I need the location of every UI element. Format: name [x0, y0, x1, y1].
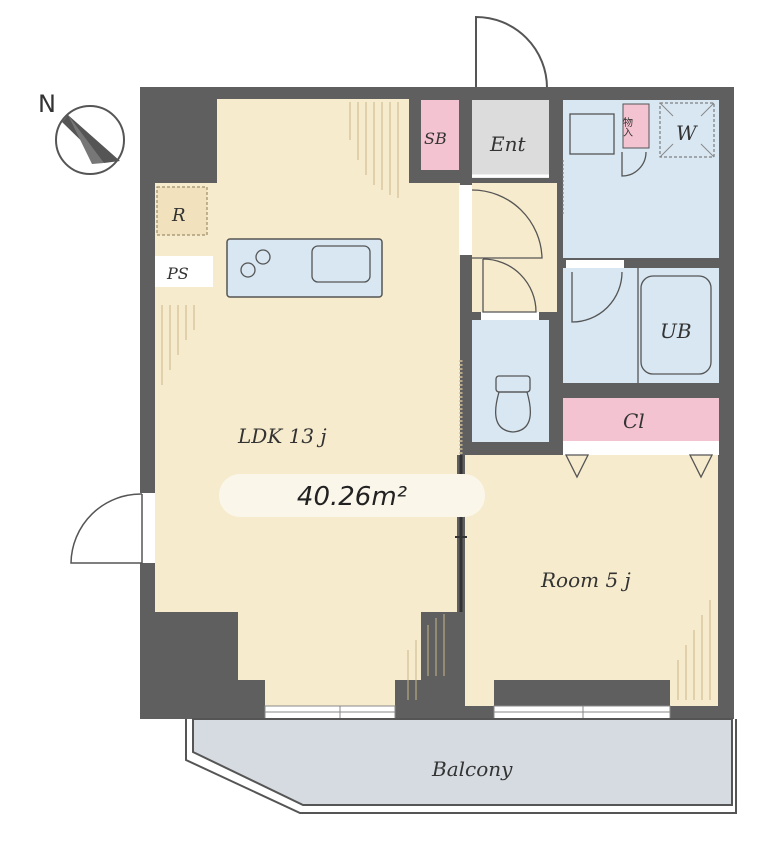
pipe-space [155, 256, 213, 287]
light-hatching [161, 102, 711, 700]
entrance-door-swing [475, 15, 548, 89]
balcony-label: Balcony [431, 757, 513, 781]
toilet-floor [472, 320, 549, 442]
compass-circle [55, 105, 125, 175]
washer-label: W [676, 121, 698, 145]
kitchen-counter [226, 238, 383, 298]
north-label: N [38, 90, 56, 118]
stove-burner-icon [255, 249, 271, 265]
shoe-box-label: SB [424, 129, 447, 148]
washer-space [659, 102, 715, 158]
shoe-box-area [421, 100, 459, 170]
sink-icon [311, 245, 371, 283]
bathtub-icon [640, 275, 712, 375]
hall-floor [472, 183, 557, 312]
toilet-bowl-icon [495, 391, 531, 433]
refrigerator-space [156, 186, 208, 236]
bath-door-swing [571, 271, 623, 323]
closet-door-icon [688, 454, 714, 479]
area-pill [219, 474, 485, 517]
hall-door-swing [471, 189, 543, 259]
toilet-door-swing [482, 258, 537, 313]
vanity-sink-icon [569, 113, 615, 155]
entrance-label: Ent [489, 132, 526, 156]
total-area: 40.26m² [297, 482, 407, 512]
ldk-side-door-swing [70, 493, 143, 564]
washroom-door-swing [621, 151, 647, 177]
refrigerator-label: R [171, 205, 186, 226]
balcony-floor [192, 718, 733, 806]
room-floor [465, 455, 718, 706]
bath-label: UB [660, 319, 692, 343]
balcony-railing [185, 719, 737, 814]
compass-needle-tail-icon [68, 115, 104, 164]
pipe-space-label: PS [166, 264, 189, 283]
ldk-label: LDK 13 j [237, 424, 327, 448]
closet-door-icon [564, 454, 590, 479]
room-label: Room 5 j [540, 568, 631, 592]
entrance-floor [472, 100, 549, 178]
storage-box [622, 103, 650, 149]
storage-label: 物入 [621, 116, 633, 137]
stove-burner-icon [240, 262, 256, 278]
closet-area [563, 398, 719, 441]
compass: N [38, 90, 125, 175]
closet-label: Cl [623, 409, 645, 433]
